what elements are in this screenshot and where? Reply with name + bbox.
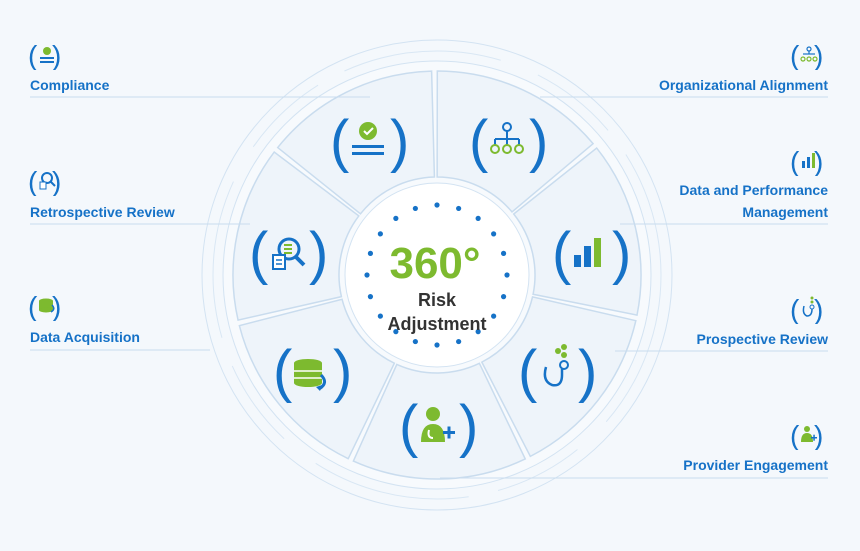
center-dot [367,250,374,256]
label-provider-engagement: Provider Engagement [683,457,828,473]
svg-text:(: ( [469,109,488,174]
prospective-review-mini-icon: ( ) [790,294,823,324]
svg-text:(: ( [552,221,571,286]
svg-text:): ) [814,420,823,450]
center-dot [475,329,481,335]
center-disk [344,182,530,368]
svg-text:(: ( [399,394,418,459]
center-dot [377,231,383,237]
svg-text:(: ( [518,339,537,404]
doctor-plus-icon: ( ) [399,394,478,459]
center-dot [367,294,374,300]
svg-text:): ) [390,109,409,174]
label-organizational-alignment: Organizational Alignment [658,77,828,93]
center-dot [412,205,418,212]
svg-text:): ) [52,166,61,196]
center-degree: 360° [389,239,480,288]
center-dot [434,342,440,348]
svg-text:(: ( [330,109,349,174]
svg-text:): ) [814,146,823,176]
center-dot [475,215,481,221]
center-dot [504,272,510,278]
label-compliance: Compliance [30,77,110,93]
wheel-segment [352,362,527,480]
wheel-segment [276,70,436,215]
center-dot [377,313,383,319]
label-data-performance-line2: Management [742,204,828,220]
outer-ring-dashed [212,50,662,500]
svg-text:): ) [814,40,823,70]
wheel-segment [512,146,642,317]
database-sync-icon: ( ) [273,339,352,404]
compliance-mini-icon: ( ) [28,40,61,70]
stethoscope-icon: ( ) [518,339,597,404]
outer-ring [201,39,673,511]
center-line-1: Risk [418,290,457,310]
svg-text:(: ( [790,294,800,324]
svg-text:): ) [814,294,823,324]
svg-text:(: ( [249,221,268,286]
wheel-segment [436,70,595,213]
svg-text:(: ( [28,40,38,70]
center-dot [500,250,507,256]
center-dot [393,329,399,335]
svg-text:): ) [52,291,61,321]
document-search-icon: ( ) [249,221,328,286]
center-dot [500,294,507,300]
svg-text:): ) [333,339,352,404]
bar-chart-icon: ( ) [552,221,631,286]
wheel-segment [232,151,360,321]
svg-text:(: ( [28,291,38,321]
center-dot [364,272,370,278]
svg-text:): ) [612,221,631,286]
label-prospective-review: Prospective Review [696,331,828,347]
organizational-alignment-mini-icon: ( ) [790,40,823,70]
center-dot [412,338,418,345]
data-performance-mini-icon: ( ) [790,146,823,176]
compliance-icon: ( ) [330,109,409,174]
svg-text:): ) [309,221,328,286]
provider-engagement-mini-icon: ( ) [790,420,823,450]
center-dot [456,205,462,212]
label-data-acquisition: Data Acquisition [30,329,140,345]
svg-text:): ) [529,109,548,174]
svg-text:): ) [52,40,61,70]
center-dot [491,313,497,319]
svg-text:(: ( [28,166,38,196]
svg-text:): ) [459,394,478,459]
center-dot [456,338,462,345]
center-line-2: Adjustment [388,314,487,334]
svg-text:(: ( [790,420,800,450]
wheel-segments [232,70,642,480]
center-dot-ring [364,202,510,348]
org-chart-icon: ( ) [469,109,548,174]
center-dot [393,215,399,221]
label-data-performance-line1: Data and Performance [679,182,828,198]
svg-text:(: ( [790,40,800,70]
data-acquisition-mini-icon: ( ) [28,291,61,321]
svg-text:(: ( [790,146,800,176]
retrospective-review-mini-icon: ( ) [28,166,61,196]
center-dot [434,202,440,208]
center-dot [491,231,497,237]
label-retrospective-review: Retrospective Review [30,204,175,220]
wheel-segment [480,296,637,458]
svg-text:(: ( [273,339,292,404]
svg-text:): ) [578,339,597,404]
